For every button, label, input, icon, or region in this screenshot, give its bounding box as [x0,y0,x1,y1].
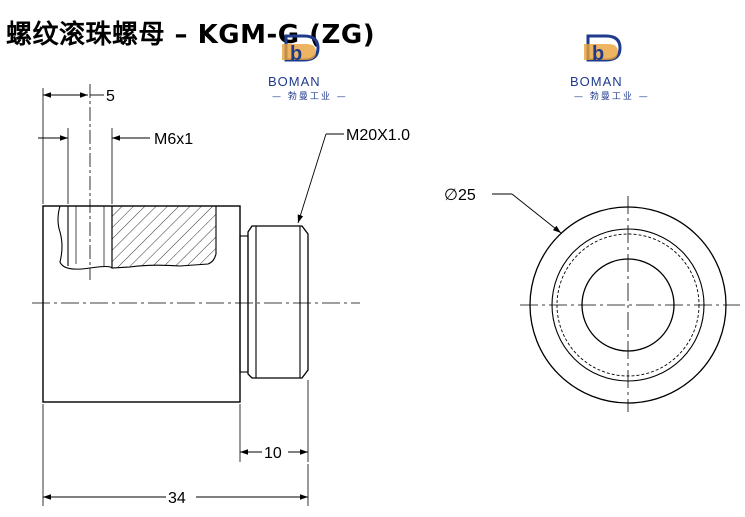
logo-sub-text: — 勃曼工业 — [574,92,650,102]
boman-logo-mark-icon: b [584,34,622,65]
dim-m6-label: M6x1 [154,131,193,148]
thread-minor-circle [556,233,700,377]
svg-text:b: b [592,43,604,65]
end-view [520,196,740,412]
leader-diameter: ∅25 [444,187,562,234]
hatched-section [111,205,217,269]
dim-m6: M6x1 [38,128,193,204]
dim-10-label: 10 [264,445,282,462]
thread-major-circle [551,228,705,382]
page-title: 螺纹滚珠螺母 – KGM-G (ZG) [6,20,376,50]
leader-thread: M20X1.0 [297,127,410,224]
dim-5-label: 5 [106,88,115,105]
dim-5: 5 [42,88,115,204]
svg-text:b: b [290,43,302,65]
relief-groove [239,235,249,373]
dim-34-label: 34 [168,490,186,507]
side-view [32,84,360,403]
boman-logo-mark-icon: b [282,34,320,65]
dim-10: 10 [239,380,309,462]
diameter-label: ∅25 [444,187,476,204]
break-line [57,205,113,270]
logo-brand-text: BOMAN [570,74,623,89]
thread-label: M20X1.0 [346,127,410,144]
outer-circle [529,206,727,404]
boman-logo-left: b BOMAN — 勃曼工业 — [262,30,354,110]
bore-circle [581,258,675,352]
logo-sub-text: — 勃曼工业 — [272,92,348,102]
thread-spigot [247,225,309,379]
boman-logo-right: b BOMAN — 勃曼工业 — [564,30,656,110]
dim-34: 34 [42,404,309,507]
logo-brand-text: BOMAN [268,74,321,89]
